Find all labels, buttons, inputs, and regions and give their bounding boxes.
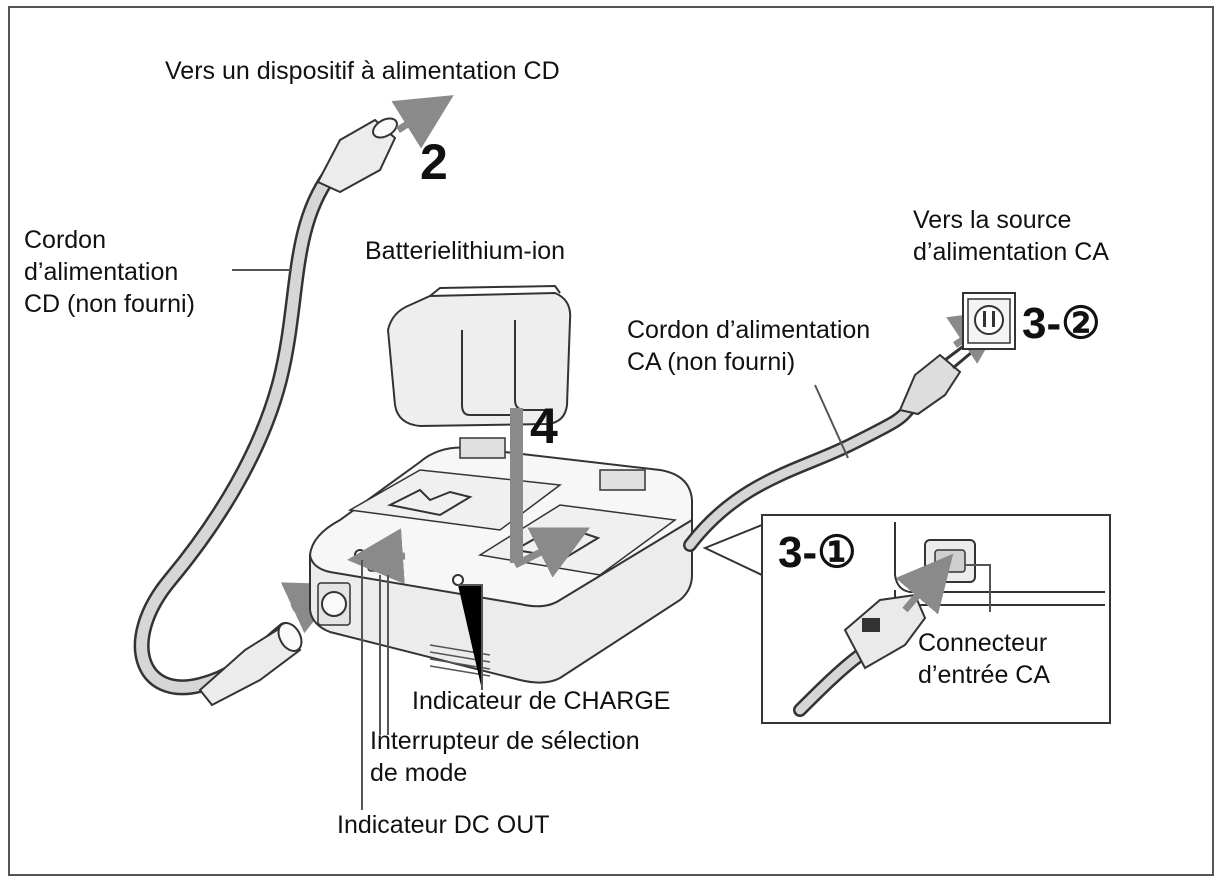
lithium-ion-battery <box>386 284 572 428</box>
label-ac-source-line1: Vers la source <box>913 206 1072 234</box>
arrow-to-dc-device <box>391 95 454 149</box>
dc-cord-top-plug <box>316 117 398 194</box>
label-ac-cord-line1: Cordon d’alimentation <box>627 316 871 344</box>
ac-inlet-inset <box>702 514 1111 724</box>
label-ac-connector-line1: Connecteur <box>918 629 1048 657</box>
step-4: 4 <box>530 398 558 454</box>
step-3-1: 3-① <box>778 528 857 577</box>
ac-wall-outlet <box>962 292 1016 350</box>
label-ac-connector-line2: d’entrée CA <box>918 661 1051 689</box>
ac-power-cord <box>683 343 973 552</box>
charger-unit <box>308 437 693 684</box>
label-dc-cord-line1: Cordon <box>24 226 106 254</box>
dc-cord-bottom-plug <box>198 622 303 707</box>
label-dc-out-indicator: Indicateur DC OUT <box>337 811 550 839</box>
battery-insert-arrow <box>510 408 523 563</box>
label-dc-cord-line2: d’alimentation <box>24 258 179 286</box>
label-ac-source-line2: d’alimentation CA <box>913 238 1109 266</box>
step-2: 2 <box>420 134 448 190</box>
ac-cord-leader <box>814 384 849 459</box>
label-dc-cord-line3: CD (non fourni) <box>24 290 195 318</box>
label-dc-device: Vers un dispositif à alimentation CD <box>165 57 560 85</box>
label-mode-switch-line2: de mode <box>370 759 468 787</box>
step-3-2: 3-② <box>1022 299 1101 348</box>
label-battery: Batterielithium-ion <box>365 237 566 265</box>
indicator-leaders <box>361 560 483 810</box>
label-mode-switch-line1: Interrupteur de sélection <box>370 727 640 755</box>
label-charge-indicator: Indicateur de CHARGE <box>412 687 671 715</box>
label-ac-cord-line2: CA (non fourni) <box>627 348 796 376</box>
diagram-frame <box>8 6 1214 876</box>
